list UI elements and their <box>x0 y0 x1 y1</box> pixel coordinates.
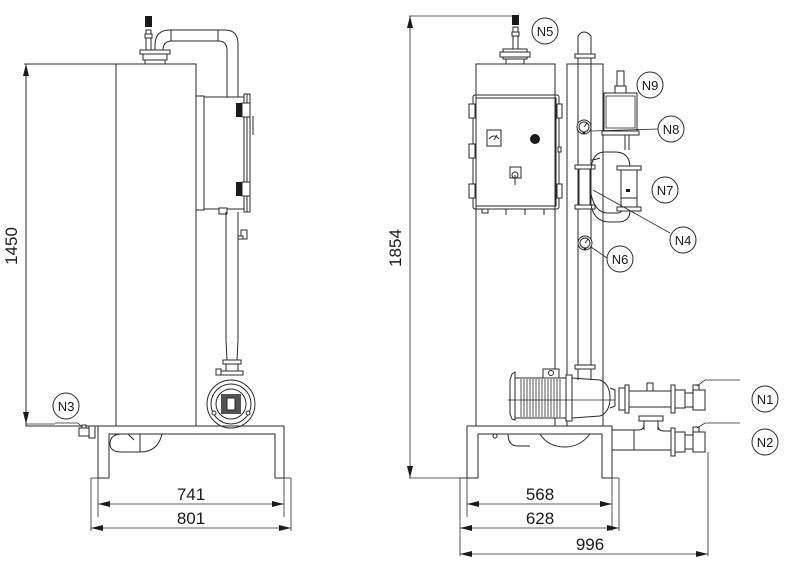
svg-text:N6: N6 <box>612 252 629 267</box>
tag-n1: N1 <box>751 385 779 413</box>
front-view: 1854 568 628 996 N5 N9 N8 <box>386 15 779 557</box>
svg-text:N3: N3 <box>58 399 75 414</box>
front-discharge-manifold <box>618 379 740 430</box>
panel-indicator-lamp <box>530 134 540 144</box>
tag-n5: N5 <box>531 17 559 45</box>
svg-text:N2: N2 <box>757 435 774 450</box>
dim-width-568: 568 <box>526 485 554 504</box>
front-actuator-n9 <box>601 70 640 150</box>
front-base-frame <box>466 425 613 479</box>
tag-n4: N4 <box>669 226 697 254</box>
tag-n6: N6 <box>606 245 634 273</box>
tag-n2: N2 <box>751 428 779 456</box>
front-top-nozzle <box>499 15 531 64</box>
front-control-panel <box>468 94 563 215</box>
svg-text:N4: N4 <box>675 233 692 248</box>
gauge-n6 <box>577 235 593 251</box>
svg-text:N1: N1 <box>757 392 774 407</box>
gauge-n7 <box>576 119 592 135</box>
side-top-pipe <box>154 29 239 97</box>
side-base-frame <box>97 425 285 479</box>
side-view: 1450 741 801 N3 <box>2 16 292 531</box>
dim-height-1854: 1854 <box>386 229 405 267</box>
svg-text:N5: N5 <box>537 24 554 39</box>
front-valve-n8 <box>616 165 642 212</box>
svg-text:N7: N7 <box>657 183 674 198</box>
tag-n3: N3 <box>52 392 80 420</box>
side-pump <box>206 379 256 429</box>
svg-text:N8: N8 <box>663 122 680 137</box>
dim-width-741: 741 <box>177 485 205 504</box>
svg-text:N9: N9 <box>642 78 659 93</box>
front-suction-line <box>612 422 740 457</box>
dim-width-801: 801 <box>177 509 205 528</box>
side-tank-body <box>25 63 197 427</box>
tag-n8: N7 <box>651 176 679 204</box>
tag-n9: N9 <box>636 71 664 99</box>
side-top-nozzle <box>139 16 171 64</box>
dim-width-628: 628 <box>526 509 554 528</box>
dim-height-1450: 1450 <box>2 227 21 265</box>
panel-meter <box>486 129 502 147</box>
dim-width-996: 996 <box>576 535 604 554</box>
tag-n7: N8 <box>657 115 685 143</box>
side-control-panel <box>195 95 205 211</box>
front-vertical-pipe <box>577 31 592 380</box>
front-pump-motor <box>508 368 616 422</box>
